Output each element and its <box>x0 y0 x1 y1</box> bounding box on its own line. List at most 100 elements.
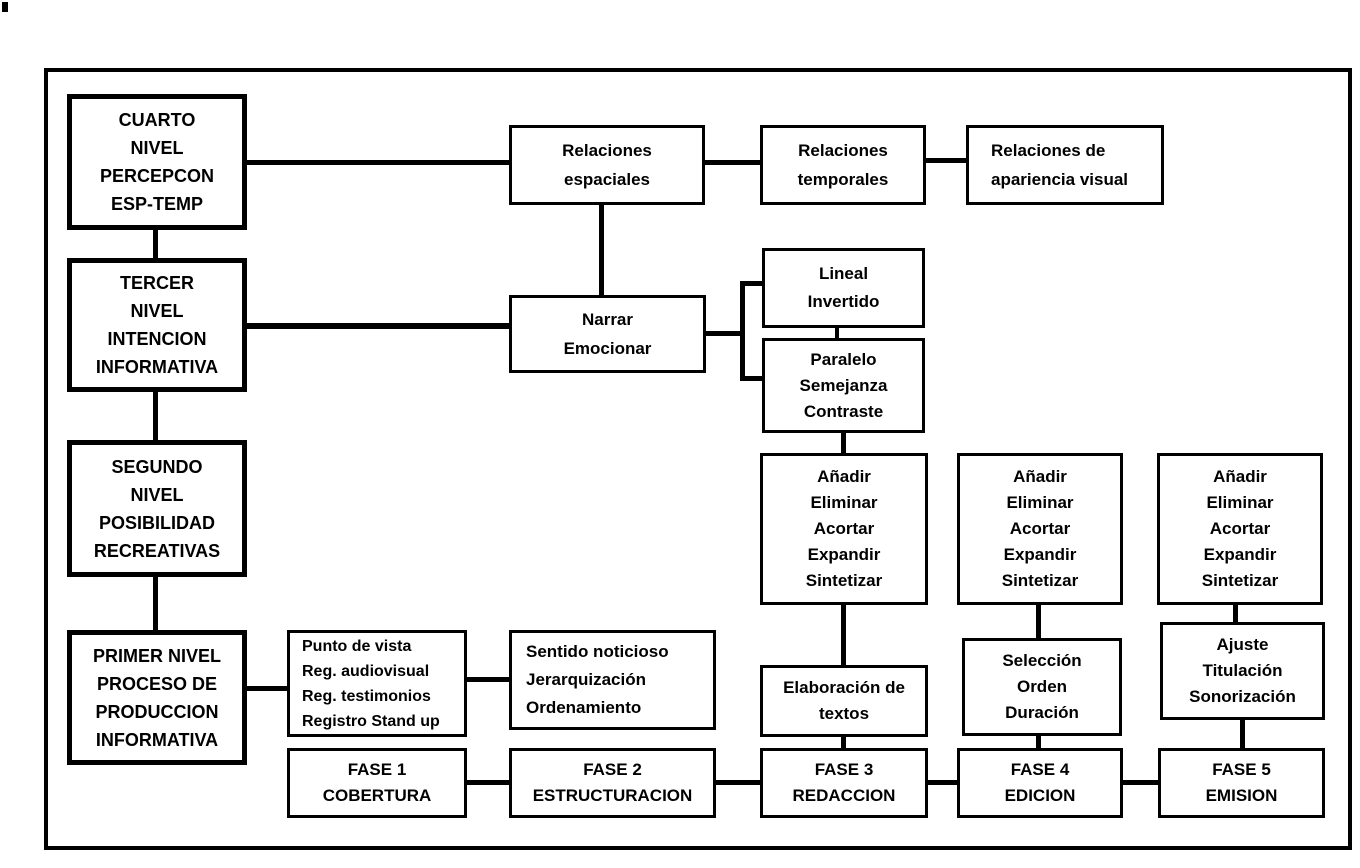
node-line: Emocionar <box>563 339 652 358</box>
node-line: Punto de vista <box>302 637 412 655</box>
node-line: Sonorización <box>1189 687 1296 706</box>
node-line: FASE 2 <box>583 760 642 779</box>
node-line: Elaboración de <box>783 678 905 697</box>
node-line: Eliminar <box>810 493 878 512</box>
connector-espaciales-narrar <box>599 204 604 295</box>
node-seleccion-orden: Selección Orden Duración <box>962 638 1122 736</box>
node-sentido-noticioso: Sentido noticioso Jerarquización Ordenam… <box>509 630 716 730</box>
node-elaboracion-textos: Elaboración de textos <box>760 665 928 737</box>
node-fase-2: FASE 2 ESTRUCTURACION <box>509 748 716 818</box>
node-line: Sintetizar <box>805 571 883 590</box>
node-line: COBERTURA <box>322 786 432 805</box>
node-line: Selección <box>1002 651 1082 670</box>
node-line: apariencia visual <box>991 170 1129 189</box>
node-line: TERCER <box>119 273 194 293</box>
node-anadir-3: Añadir Eliminar Acortar Expandir Sinteti… <box>1157 453 1323 605</box>
node-line: REDACCION <box>792 786 896 805</box>
node-line: Expandir <box>807 545 881 564</box>
connector-fase4-fase5 <box>1123 780 1158 785</box>
node-line: INFORMATIVA <box>95 357 219 377</box>
node-line: Ordenamiento <box>526 698 642 717</box>
node-line: CUARTO <box>118 110 196 130</box>
connector-punto-sentido <box>467 677 509 682</box>
node-relaciones-apariencia: Relaciones de apariencia visual <box>966 125 1164 205</box>
node-line: Registro Stand up <box>302 712 440 730</box>
node-line: SEGUNDO <box>111 456 203 477</box>
node-line: Narrar <box>581 310 634 329</box>
node-lineal-invertido: Lineal Invertido <box>762 248 925 328</box>
node-line: Acortar <box>1009 519 1071 538</box>
node-fase-1: FASE 1 COBERTURA <box>287 748 467 818</box>
node-line: Eliminar <box>1006 493 1074 512</box>
node-segundo-nivel: SEGUNDO NIVEL POSIBILIDAD RECREATIVAS <box>67 440 247 577</box>
connector-cuarto-espaciales <box>247 160 509 165</box>
connector-fase2-fase3 <box>716 780 760 785</box>
node-line: INTENCION <box>107 329 207 349</box>
node-line: Acortar <box>813 519 875 538</box>
node-line: NIVEL <box>130 484 184 505</box>
node-cuarto-nivel: CUARTO NIVEL PERCEPCON ESP-TEMP <box>67 94 247 230</box>
node-line: Expandir <box>1203 545 1277 564</box>
node-line: Paralelo <box>810 349 877 369</box>
node-narrar-emocionar: Narrar Emocionar <box>509 295 706 373</box>
connector-fase1-fase2 <box>467 780 509 785</box>
node-line: Relaciones <box>798 141 888 160</box>
connector-anadir3-ajuste <box>1233 605 1238 622</box>
node-line: Sentido noticioso <box>526 642 669 661</box>
connector-ajuste-fase5 <box>1240 720 1245 748</box>
connector-elaboracion-fase3 <box>841 737 846 748</box>
node-anadir-2: Añadir Eliminar Acortar Expandir Sinteti… <box>957 453 1123 605</box>
node-line: FASE 1 <box>347 760 407 779</box>
connector-narrar-bracket <box>706 331 742 336</box>
connector-anadir1-elaboracion <box>841 605 846 665</box>
node-line: temporales <box>797 170 889 189</box>
node-line: Sintetizar <box>1001 571 1079 590</box>
node-relaciones-temporales: Relaciones temporales <box>760 125 926 205</box>
node-line: Sintetizar <box>1201 571 1279 590</box>
node-line: Invertido <box>807 292 880 311</box>
node-line: Relaciones <box>562 141 652 160</box>
connector-primer-punto <box>247 686 287 691</box>
node-line: Jerarquización <box>526 670 646 689</box>
node-line: Reg. testimonios <box>302 687 431 705</box>
node-line: Añadir <box>1013 467 1067 486</box>
connector-lineal-paralelo <box>835 327 839 338</box>
bracket-bottom-stub <box>740 376 764 381</box>
connector-tercer-narrar <box>247 323 509 329</box>
connector-anadir2-seleccion <box>1036 605 1041 638</box>
node-line: Expandir <box>1003 545 1077 564</box>
node-line: ESP-TEMP <box>110 194 203 214</box>
node-line: Contraste <box>803 401 884 421</box>
node-line: PROCESO DE <box>96 673 218 694</box>
node-line: RECREATIVAS <box>93 540 221 561</box>
connector-temporales-apariencia <box>926 158 966 163</box>
stray-mark <box>2 2 8 12</box>
node-line: INFORMATIVA <box>95 729 219 750</box>
node-line: Duración <box>1005 703 1079 722</box>
node-fase-4: FASE 4 EDICION <box>957 748 1123 818</box>
connector-paralelo-anadir1 <box>841 432 846 453</box>
node-line: Acortar <box>1209 519 1271 538</box>
node-anadir-1: Añadir Eliminar Acortar Expandir Sinteti… <box>760 453 928 605</box>
node-primer-nivel: PRIMER NIVEL PROCESO DE PRODUCCION INFOR… <box>67 630 247 765</box>
node-line: PRODUCCION <box>95 701 219 722</box>
node-line: Relaciones de <box>991 141 1106 160</box>
bracket-top-stub <box>740 281 764 286</box>
connector-espaciales-temporales <box>705 160 760 165</box>
node-tercer-nivel: TERCER NIVEL INTENCION INFORMATIVA <box>67 258 247 392</box>
connector-seleccion-fase4 <box>1036 735 1041 748</box>
connector-cuarto-tercer <box>153 230 158 258</box>
bracket-vertical <box>740 281 745 381</box>
node-line: espaciales <box>563 170 650 189</box>
node-line: textos <box>818 704 870 723</box>
node-line: FASE 3 <box>814 760 874 779</box>
connector-tercer-segundo <box>153 392 158 440</box>
node-line: Ajuste <box>1216 635 1269 654</box>
node-paralelo-semejanza: Paralelo Semejanza Contraste <box>762 338 925 433</box>
node-line: PRIMER NIVEL <box>92 645 221 666</box>
node-line: POSIBILIDAD <box>98 512 215 533</box>
node-punto-de-vista: Punto de vista Reg. audiovisual Reg. tes… <box>287 630 467 737</box>
node-line: NIVEL <box>130 138 184 158</box>
connector-fase3-fase4 <box>928 780 957 785</box>
